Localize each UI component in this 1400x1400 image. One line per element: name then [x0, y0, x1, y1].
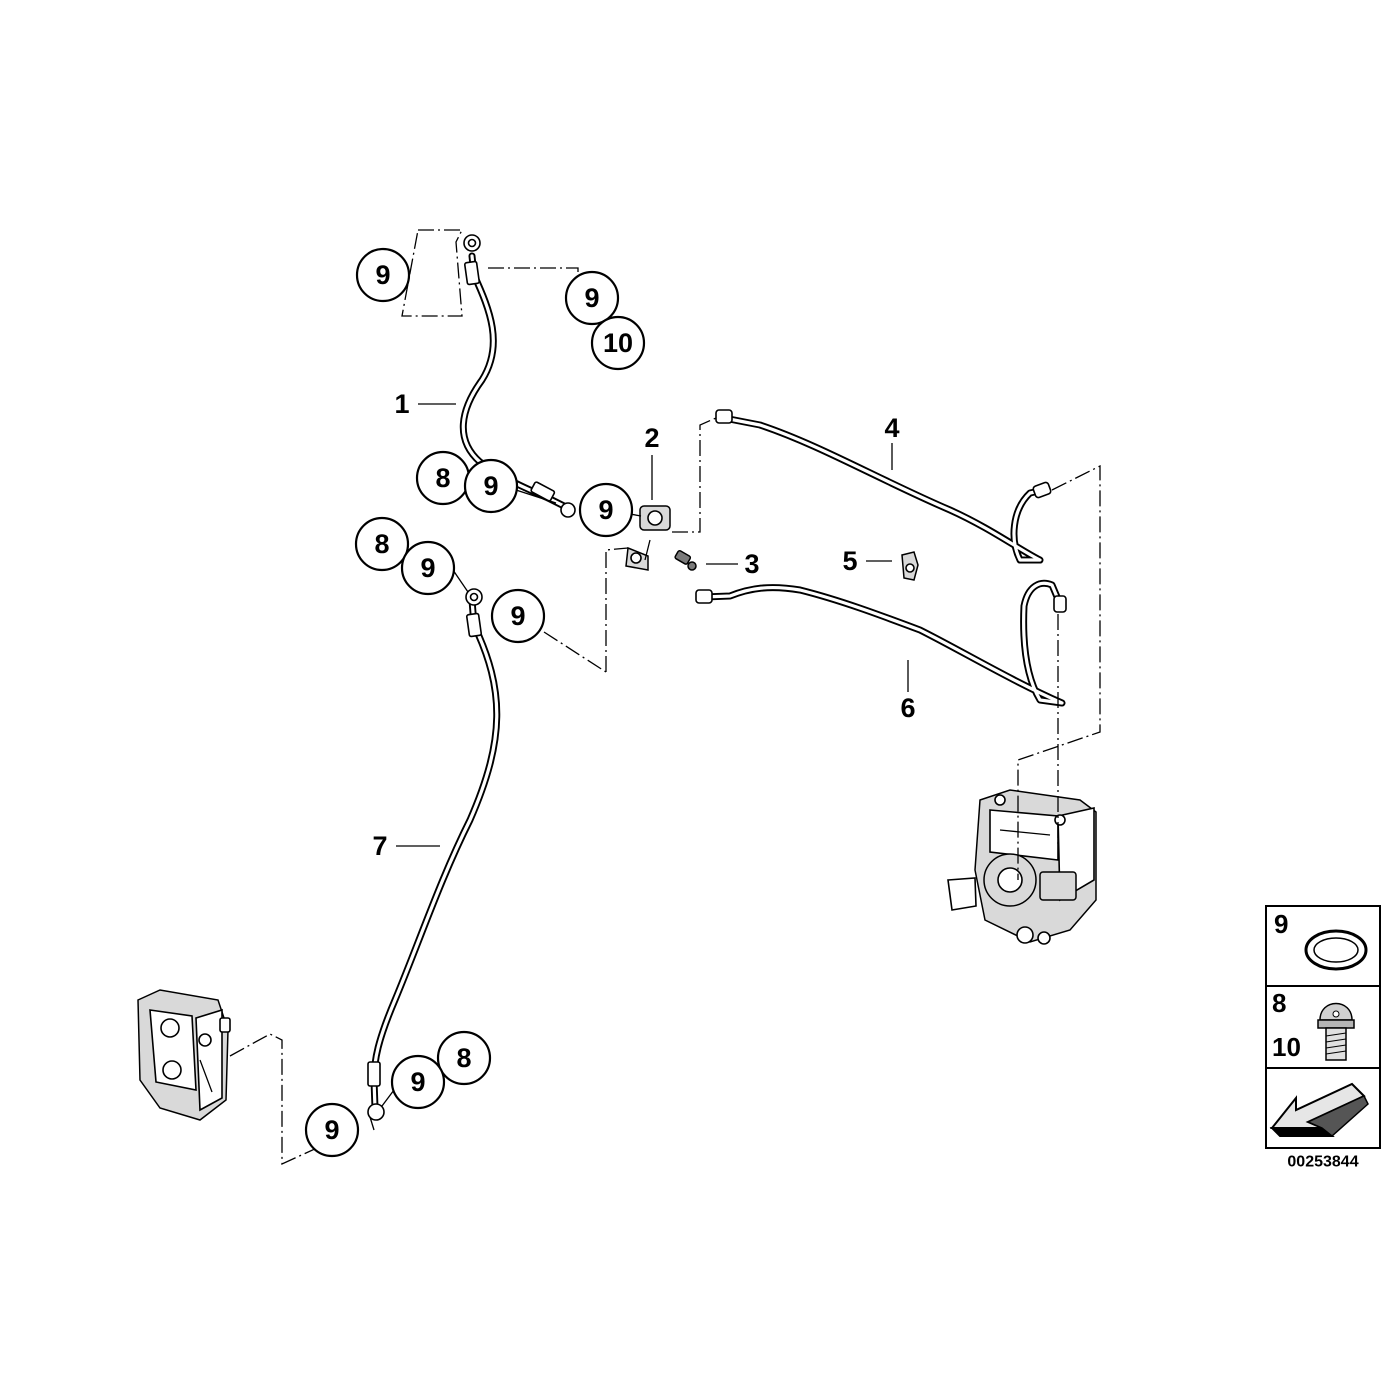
svg-text:9: 9 — [584, 283, 599, 313]
callout-8-middle: 8 — [354, 516, 410, 572]
svg-text:8: 8 — [374, 529, 389, 559]
callout-9-middle-right: 9 — [490, 588, 546, 644]
callout-9-lower-right: 9 — [390, 1054, 446, 1110]
svg-text:9: 9 — [375, 260, 390, 290]
svg-text:8: 8 — [435, 463, 450, 493]
abs-pressure-modulator — [947, 789, 1097, 945]
label-part-1: 1 — [394, 389, 409, 419]
callout-9-top-left: 9 — [355, 247, 411, 303]
label-part-4: 4 — [884, 413, 899, 443]
legend-seal-number: 9 — [1274, 909, 1288, 939]
legend-bolt-number-10: 10 — [1272, 1032, 1301, 1062]
label-part-6: 6 — [900, 693, 915, 723]
svg-text:9: 9 — [324, 1115, 339, 1145]
callout-9-upper: 9 — [463, 458, 519, 514]
callout-9-top-right: 9 — [564, 270, 620, 326]
callout-9-lower-left: 9 — [304, 1102, 360, 1158]
brake-line-6 — [695, 579, 1067, 707]
legend-bolt-number-8: 8 — [1272, 988, 1286, 1018]
legend-panel: 9 8 10 — [1265, 905, 1381, 1149]
svg-text:10: 10 — [603, 328, 633, 358]
callout-leaders — [369, 403, 909, 1131]
label-part-2: 2 — [644, 423, 659, 453]
svg-text:9: 9 — [420, 553, 435, 583]
brake-line-distributor — [625, 505, 671, 571]
brake-line-4 — [715, 409, 1052, 564]
svg-text:9: 9 — [510, 601, 525, 631]
svg-text:9: 9 — [598, 495, 613, 525]
arrow-icon — [1269, 1082, 1369, 1137]
diagram-id: 00253844 — [1287, 1154, 1358, 1171]
svg-text:8: 8 — [456, 1043, 471, 1073]
callout-9-distributor: 9 — [578, 482, 634, 538]
callout-8-lower: 8 — [436, 1030, 492, 1086]
seal-ring-icon — [1304, 929, 1368, 971]
clamp-5 — [901, 551, 919, 581]
label-part-3: 3 — [744, 549, 759, 579]
callout-8-upper: 8 — [415, 450, 471, 506]
reference-lines — [229, 229, 1101, 1166]
brake-caliper — [137, 989, 231, 1121]
banjo-bolt-icon — [1317, 1002, 1355, 1061]
label-part-5: 5 — [842, 546, 857, 576]
callout-9-middle: 9 — [400, 540, 456, 596]
bolt-3 — [674, 550, 697, 571]
callout-10-top-right: 10 — [590, 315, 646, 371]
label-part-7: 7 — [372, 831, 387, 861]
svg-text:9: 9 — [483, 471, 498, 501]
brake-hose-7 — [367, 588, 501, 1121]
svg-text:9: 9 — [410, 1067, 425, 1097]
